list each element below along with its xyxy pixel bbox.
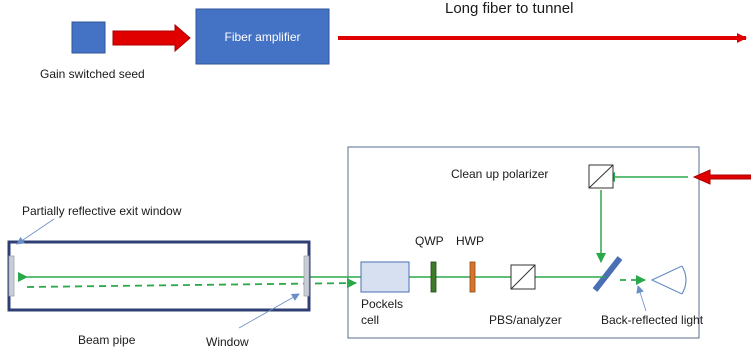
- pockels-cell-label: Pockels cell: [361, 297, 404, 327]
- incoming-fiber-arrow: [692, 169, 751, 185]
- eye-curve: [681, 265, 687, 295]
- window-label: Window: [206, 335, 249, 349]
- beam-pipe-label: Beam pipe: [78, 333, 136, 347]
- gain-switched-seed-label: Gain switched seed: [40, 67, 145, 81]
- back-reflected-pointer: [636, 285, 647, 312]
- pbs-analyzer-icon: [510, 264, 536, 290]
- seed-box: [71, 21, 106, 54]
- hwp-plate: [469, 261, 476, 293]
- fiber-amplifier-label: Fiber amplifier: [224, 30, 301, 44]
- long-fiber-label: Long fiber to tunnel: [445, 0, 574, 17]
- seed-to-amp-arrow: [112, 23, 191, 53]
- beam-pipe: [7, 240, 311, 312]
- clean-up-polarizer-icon: [588, 164, 614, 189]
- exit-window-pointer: [16, 218, 55, 245]
- turning-mirror: [592, 256, 623, 292]
- window-pointer: [238, 293, 300, 329]
- pockels-cell-box: [360, 261, 410, 293]
- qwp-label: QWP: [415, 234, 444, 248]
- fiber-amplifier-box: [195, 8, 330, 65]
- eye-icon: [650, 265, 683, 295]
- exit-window-label: Partially reflective exit window: [22, 204, 182, 218]
- exit-window: [8, 255, 15, 297]
- pbs-analyzer-label: PBS/analyzer: [489, 313, 562, 327]
- window-element: [303, 255, 310, 297]
- hwp-label: HWP: [456, 234, 484, 248]
- clean-up-polarizer-label: Clean up polarizer: [451, 167, 549, 181]
- back-reflected-light-label: Back-reflected light: [601, 313, 704, 327]
- beam-back-reflected: [26, 278, 357, 289]
- optics-enclosure: [347, 146, 700, 339]
- qwp-plate: [430, 261, 437, 293]
